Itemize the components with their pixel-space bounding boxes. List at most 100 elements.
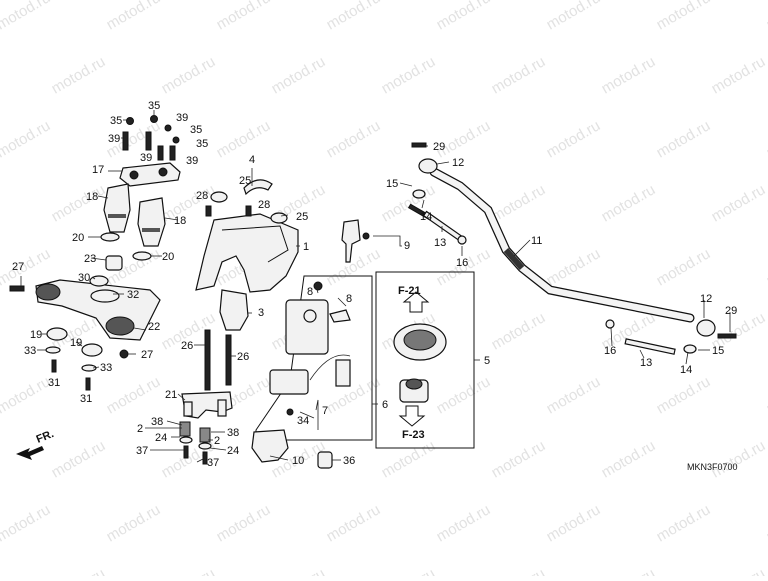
callout-19: 19 xyxy=(70,337,82,349)
callout-39: 39 xyxy=(140,152,152,164)
callout-23: 23 xyxy=(84,253,96,265)
watermark-text: motod.ru xyxy=(544,0,604,33)
callout-10: 10 xyxy=(292,455,304,467)
callout-29: 29 xyxy=(433,141,445,153)
callout-25: 25 xyxy=(239,175,251,187)
callout-13: 13 xyxy=(640,357,652,369)
callout-26: 26 xyxy=(237,351,249,363)
watermark-text: motod.ru xyxy=(709,437,768,481)
watermark-text: motod.ru xyxy=(434,117,494,161)
callout-8: 8 xyxy=(346,293,352,305)
watermark-text: motod.ru xyxy=(489,181,549,225)
watermark-text: motod.ru xyxy=(214,501,274,545)
watermark-text: motod.ru xyxy=(269,565,329,576)
callout-12: 12 xyxy=(452,157,464,169)
bolts-26 xyxy=(205,330,231,390)
callout-13: 13 xyxy=(434,237,446,249)
callout-35: 35 xyxy=(148,100,160,112)
upper-holder-17 xyxy=(120,163,180,186)
callout-16: 16 xyxy=(604,345,616,357)
callout-15: 15 xyxy=(712,345,724,357)
sleeve-36 xyxy=(318,452,332,468)
callout-37: 37 xyxy=(207,457,219,469)
diagram-code: MKN3F0700 xyxy=(687,462,738,472)
ref-f23: F-23 xyxy=(402,429,425,441)
watermark-text: motod.ru xyxy=(654,0,714,33)
callout-34: 34 xyxy=(297,415,309,427)
watermark-text: motod.ru xyxy=(764,0,768,33)
watermark-text: motod.ru xyxy=(544,245,604,289)
bracket-21 xyxy=(182,392,232,418)
callout-4: 4 xyxy=(249,154,255,166)
watermark-text: motod.ru xyxy=(214,0,274,33)
callout-32: 32 xyxy=(127,289,139,301)
callout-2: 2 xyxy=(214,435,220,447)
callout-8: 8 xyxy=(307,286,313,298)
lower-holder-18a xyxy=(104,184,130,232)
callout-22: 22 xyxy=(148,321,160,333)
ref-f21: F-21 xyxy=(398,285,421,297)
watermark-text: motod.ru xyxy=(324,117,384,161)
callout-15: 15 xyxy=(386,178,398,190)
callout-33: 33 xyxy=(100,362,112,374)
watermark-text: motod.ru xyxy=(324,373,384,417)
watermark-text: motod.ru xyxy=(379,437,439,481)
callout-21: 21 xyxy=(165,389,177,401)
callout-31: 31 xyxy=(80,393,92,405)
watermark-text: motod.ru xyxy=(269,53,329,97)
callout-14: 14 xyxy=(680,364,692,376)
callout-6: 6 xyxy=(382,399,388,411)
watermark-text: motod.ru xyxy=(159,53,219,97)
callout-3: 3 xyxy=(258,307,264,319)
callout-17: 17 xyxy=(92,164,104,176)
watermark-text: motod.ru xyxy=(434,373,494,417)
watermark-text: motod.ru xyxy=(49,53,109,97)
watermark-text: motod.ru xyxy=(764,117,768,161)
watermark-text: motod.ru xyxy=(49,181,109,225)
callout-37: 37 xyxy=(136,445,148,457)
callout-33: 33 xyxy=(24,345,36,357)
watermark-text: motod.ru xyxy=(104,373,164,417)
callout-14: 14 xyxy=(420,211,432,223)
watermark-text: motod.ru xyxy=(599,181,659,225)
callout-7: 7 xyxy=(322,405,328,417)
callout-27: 27 xyxy=(141,349,153,361)
callout-39: 39 xyxy=(186,155,198,167)
watermark-text: motod.ru xyxy=(544,117,604,161)
callout-12: 12 xyxy=(700,293,712,305)
watermark-text: motod.ru xyxy=(0,0,53,33)
watermark-text: motod.ru xyxy=(709,565,768,576)
watermark-text: motod.ru xyxy=(0,373,53,417)
callout-24: 24 xyxy=(155,432,167,444)
watermark-text: motod.ru xyxy=(709,181,768,225)
watermark-text: motod.ru xyxy=(434,0,494,33)
watermark-text: motod.ru xyxy=(489,53,549,97)
cover-10 xyxy=(252,430,288,462)
watermark-text: motod.ru xyxy=(0,245,53,289)
callout-2: 2 xyxy=(137,423,143,435)
callout-19: 19 xyxy=(30,329,42,341)
front-label: FR. xyxy=(35,428,56,446)
callout-36: 36 xyxy=(343,455,355,467)
watermark-text: motod.ru xyxy=(324,0,384,33)
callout-31: 31 xyxy=(48,377,60,389)
callout-20: 20 xyxy=(72,232,84,244)
callout-11: 11 xyxy=(531,235,542,247)
watermark-text: motod.ru xyxy=(654,373,714,417)
watermark-text: motod.ru xyxy=(104,501,164,545)
watermark-text: motod.ru xyxy=(599,565,659,576)
watermark-text: motod.ru xyxy=(544,373,604,417)
watermark-text: motod.ru xyxy=(654,245,714,289)
watermark-text: motod.ru xyxy=(379,565,439,576)
callout-28: 28 xyxy=(196,190,208,202)
front-arrow xyxy=(16,446,44,460)
callout-18: 18 xyxy=(86,191,98,203)
watermark-text: motod.ru xyxy=(709,53,768,97)
watermark-text: motod.ru xyxy=(49,565,109,576)
callout-30: 30 xyxy=(78,272,90,284)
callout-39: 39 xyxy=(176,112,188,124)
callout-24: 24 xyxy=(227,445,239,457)
watermark-text: motod.ru xyxy=(489,565,549,576)
